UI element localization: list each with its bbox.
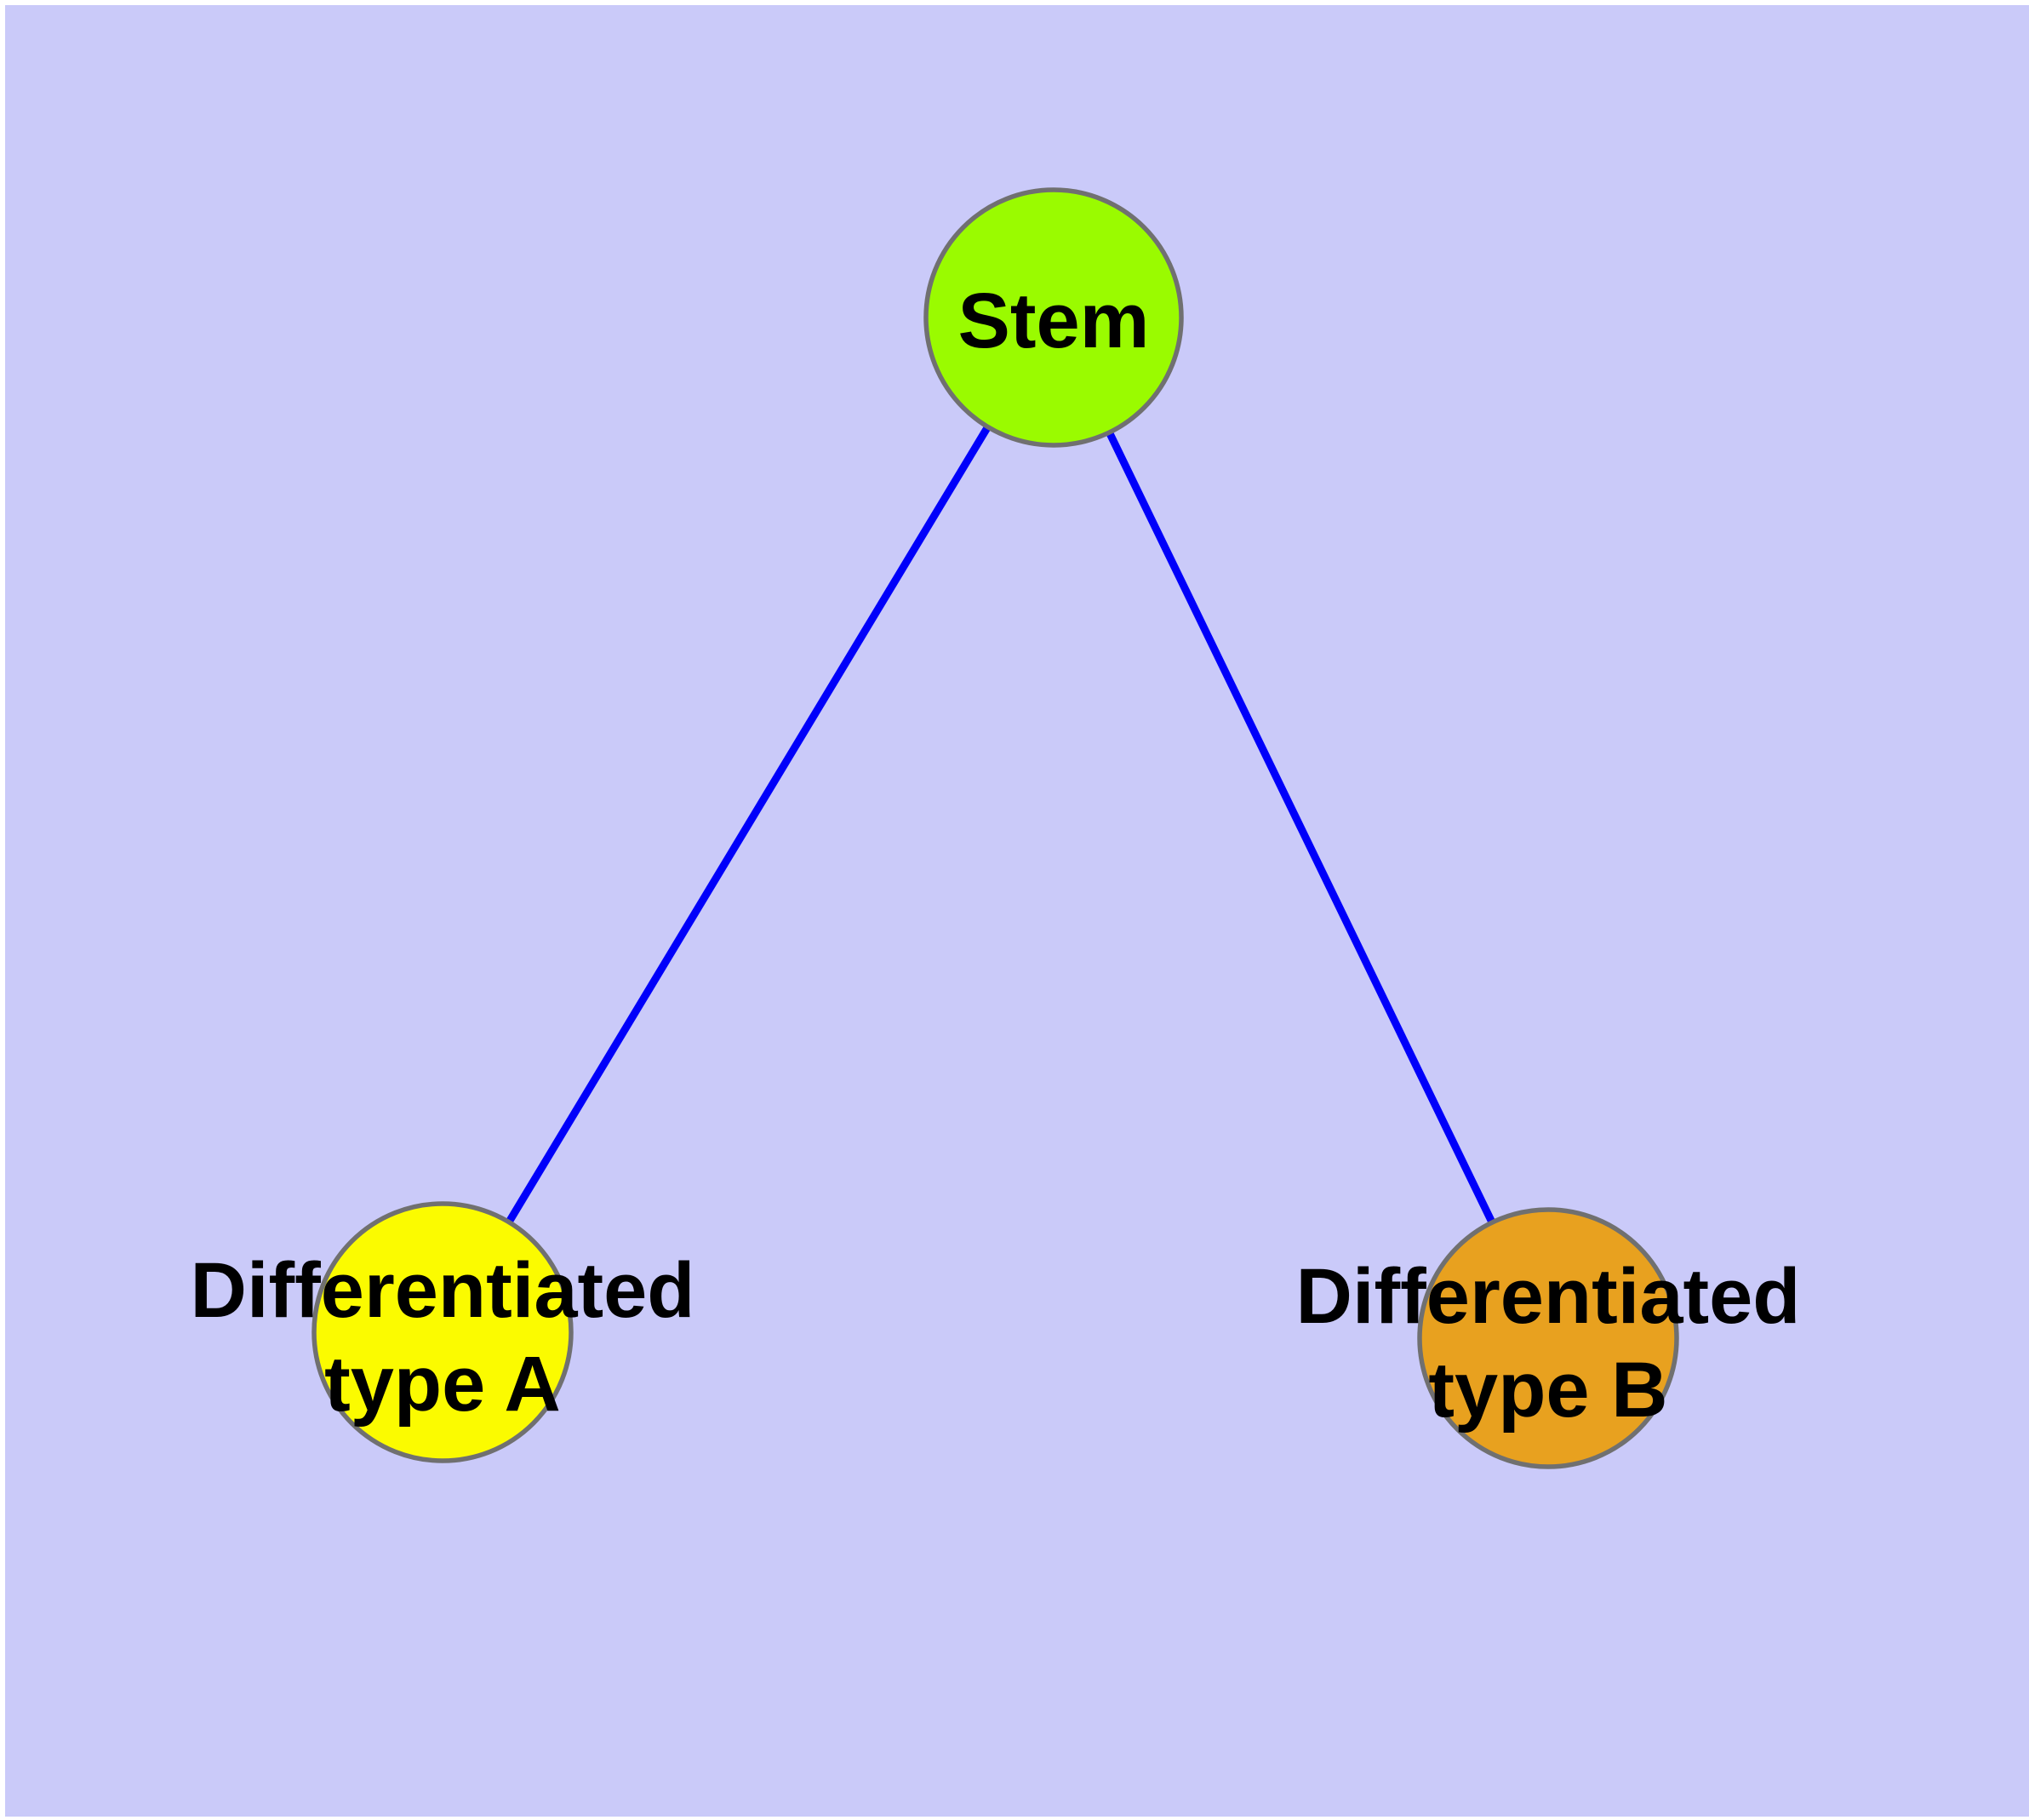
edge-stem-to-type-a — [439, 315, 1057, 1335]
node-type-a-circle — [311, 1201, 574, 1463]
node-type-b-label-line2: type B — [1428, 1347, 1667, 1434]
node-differentiated-type-b: Differentiated type B — [1296, 1207, 1801, 1469]
node-type-a-label-line2: type A — [324, 1341, 561, 1428]
node-stem: Stem — [923, 187, 1184, 448]
node-type-b-circle — [1417, 1207, 1679, 1469]
node-type-a-label-line1: Differentiated — [191, 1247, 695, 1334]
edge-stem-to-type-b — [1049, 316, 1552, 1340]
node-stem-circle — [923, 187, 1184, 448]
node-stem-label: Stem — [958, 278, 1150, 364]
node-type-b-label-line1: Differentiated — [1296, 1253, 1801, 1340]
node-differentiated-type-a: Differentiated type A — [191, 1201, 695, 1463]
